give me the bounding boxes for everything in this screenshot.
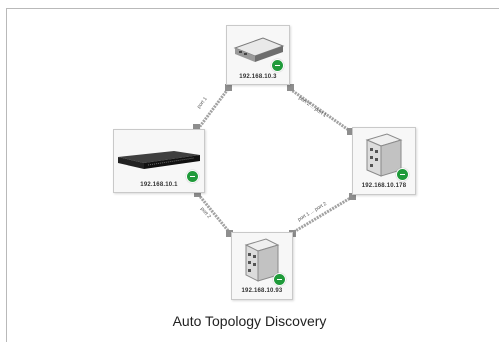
online-status-icon <box>273 273 286 286</box>
device-node-right[interactable]: 192.168.10.178 <box>352 127 416 195</box>
online-status-icon <box>186 170 199 183</box>
frame-left-border <box>6 8 7 342</box>
port-connector <box>287 84 294 91</box>
port-connector <box>194 190 201 197</box>
device-ip-label: 192.168.10.1 <box>140 182 178 188</box>
frame-top-border <box>6 8 499 9</box>
industrial-switch-icon <box>244 238 280 282</box>
port-connector <box>347 128 354 135</box>
port-connector <box>226 230 233 237</box>
router-icon <box>233 37 285 62</box>
port-connector <box>193 124 200 131</box>
device-node-left[interactable]: 192.168.10.1 <box>113 129 205 193</box>
industrial-switch-icon <box>365 133 403 177</box>
online-status-icon <box>271 59 284 72</box>
link-right-bottom[interactable] <box>291 195 353 235</box>
device-ip-label: 192.168.10.178 <box>361 183 407 189</box>
port-connector <box>349 193 356 200</box>
port-connector <box>225 84 232 91</box>
link-left-top[interactable] <box>196 88 230 130</box>
online-status-icon <box>396 168 409 181</box>
topology-map: port 1 port 2 ... port 1 port 1 ... port… <box>60 18 445 300</box>
link-top-right[interactable] <box>289 87 351 133</box>
device-node-bottom[interactable]: 192.168.10.93 <box>231 232 293 300</box>
device-ip-label: 192.168.10.93 <box>241 288 283 294</box>
device-node-top[interactable]: 192.168.10.3 <box>226 25 290 85</box>
device-ip-label: 192.168.10.3 <box>239 74 277 80</box>
link-bottom-left[interactable] <box>196 193 232 234</box>
switch-icon <box>118 151 200 169</box>
figure-caption: Auto Topology Discovery <box>172 313 327 329</box>
